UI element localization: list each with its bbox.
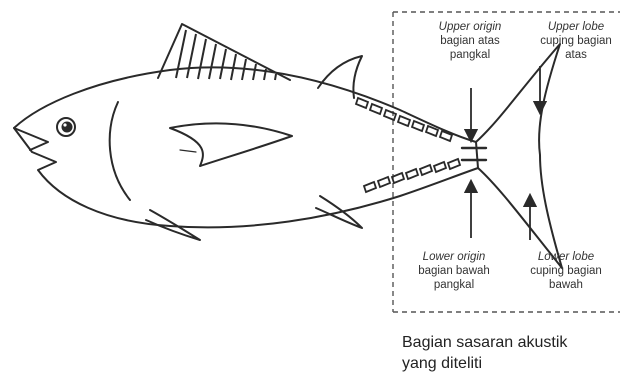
label-lower-lobe: Lower lobe cuping bagian bawah [512,250,620,292]
fish-gill [110,102,130,200]
figure-caption: Bagian sasaran akustik yang diteliti [402,332,627,374]
label-lower-lobe-en: Lower lobe [512,250,620,264]
dorsal-finlets [356,98,452,141]
anal-finlets [364,159,460,192]
dorsal-fin-hatching [176,30,276,80]
label-upper-lobe: Upper lobe cuping bagian atas [524,20,628,62]
caption-line2: yang diteliti [402,353,627,374]
label-upper-origin: Upper origin bagian atas pangkal [418,20,522,62]
label-lower-lobe-id1: cuping bagian [512,264,620,278]
pectoral-fin [170,123,292,166]
label-lower-origin-id2: pangkal [400,278,508,292]
label-upper-origin-id1: bagian atas [418,34,522,48]
label-upper-lobe-en: Upper lobe [524,20,628,34]
label-upper-origin-id2: pangkal [418,48,522,62]
label-upper-lobe-id1: cuping bagian [524,34,628,48]
label-lower-origin-en: Lower origin [400,250,508,264]
label-lower-origin-id1: bagian bawah [400,264,508,278]
label-upper-origin-en: Upper origin [418,20,522,34]
caudal-tail [476,44,562,268]
caption-line1: Bagian sasaran akustik [402,332,627,353]
label-lower-lobe-id2: bawah [512,278,620,292]
second-dorsal-fin [318,56,362,98]
label-lower-origin: Lower origin bagian bawah pangkal [400,250,508,292]
label-upper-lobe-id2: atas [524,48,628,62]
fish-body [14,67,478,227]
fish-mouth [14,128,48,150]
